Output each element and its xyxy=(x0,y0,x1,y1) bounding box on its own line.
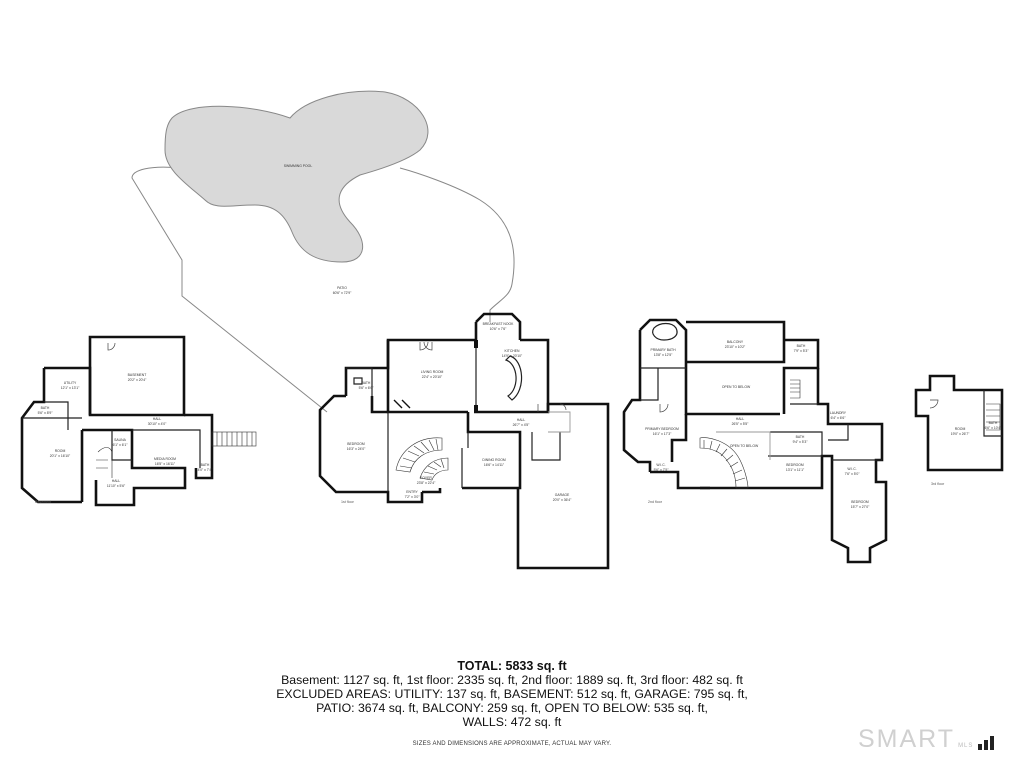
room-label-room-3f: ROOM xyxy=(955,427,966,431)
room-dims-bedroom3-2f: 15'7" x 27'0" xyxy=(851,505,870,509)
room-label-bath: BATH xyxy=(41,406,50,410)
area-summary: TOTAL: 5833 sq. ft Basement: 1127 sq. ft… xyxy=(262,659,762,729)
room-label-basement: BASEMENT xyxy=(128,373,147,377)
third-floor-plan xyxy=(914,374,1004,472)
room-label-breakfast: BREAKFAST NOOK xyxy=(483,322,515,326)
total-area: TOTAL: 5833 sq. ft xyxy=(457,659,567,673)
second-floor-plan xyxy=(622,318,888,564)
room-dims-utility: 12'1" x 13'1" xyxy=(61,386,80,390)
room-label-balcony: BALCONY xyxy=(727,340,744,344)
room-label-foyer: FOYER xyxy=(420,476,432,480)
room-label-sauna: SAUNA xyxy=(114,438,126,442)
brand-bars-icon xyxy=(976,736,995,750)
room-label-bath-2f: BATH xyxy=(797,344,806,348)
excluded-areas-2: PATIO: 3674 sq. ft, BALCONY: 259 sq. ft,… xyxy=(316,701,708,715)
room-label-bedroom-1f: BEDROOM xyxy=(347,442,365,446)
room-label-bath2-2f: BATH xyxy=(796,435,805,439)
room-label-entry: ENTRY xyxy=(406,490,418,494)
room-label-bath-1f: BATH xyxy=(362,381,371,385)
room-dims-bath-1f: 5'6" x 6'6" xyxy=(359,386,375,390)
room-dims-primary-bath: 13'8" x 12'5" xyxy=(654,353,673,357)
room-label-living: LIVING ROOM xyxy=(421,370,444,374)
room-dims-foyer: 23'8" x 22'4" xyxy=(417,481,436,485)
room-label-bedroom3-2f: BEDROOM xyxy=(851,500,869,504)
room-dims-hall2: 11'10" x 5'6" xyxy=(107,484,126,488)
room-label-bedroom-2f: BEDROOM xyxy=(786,463,804,467)
room-label-wic: W.I.C. xyxy=(656,463,665,467)
room-dims-room-3f: 19'0" x 26'7" xyxy=(951,432,970,436)
room-dims-living: 22'4" x 20'10" xyxy=(422,375,443,379)
patio-label: PATIO xyxy=(337,286,347,290)
room-label-open-below: OPEN TO BELOW xyxy=(722,385,751,389)
room-dims-basement: 20'2" x 20'4" xyxy=(128,378,147,382)
room-label-hall-1f: HALL xyxy=(517,418,526,422)
room-label-primary-bedroom: PRIMARY BEDROOM xyxy=(645,427,679,431)
room-dims-media: 16'5" x 16'11" xyxy=(155,462,176,466)
room-dims-hall-2f: 26'5" x 5'5" xyxy=(732,422,750,426)
patio-dims: 60'6" x 72'9" xyxy=(333,291,352,295)
smart-mls-logo: SMART MLS xyxy=(858,724,995,753)
room-dims-balcony: 23'10" x 10'2" xyxy=(725,345,746,349)
room-label-dining: DINING ROOM xyxy=(482,458,506,462)
room-dims-wic: 5'6" x 7'5" xyxy=(654,468,670,472)
room-dims-hall-1f: 26'7" x 4'5" xyxy=(513,423,531,427)
excluded-areas-1: EXCLUDED AREAS: UTILITY: 137 sq. ft, BAS… xyxy=(276,687,748,701)
room-dims-bath2: 4'0" x 7'4" xyxy=(198,468,214,472)
room-dims-hall: 30'10" x 4'0" xyxy=(148,422,167,426)
first-floor-plan xyxy=(318,312,610,570)
room-dims-room: 20'1" x 16'10" xyxy=(50,454,71,458)
swimming-pool xyxy=(164,90,429,263)
brand-sub: MLS xyxy=(958,743,974,749)
room-dims-kitchen: 14'9" x 20'10" xyxy=(502,354,523,358)
floor-label-second: 2nd floor xyxy=(648,500,663,504)
room-dims-bedroom-2f: 13'1" x 11'1" xyxy=(786,468,805,472)
room-dims-bath-2f: 7'9" x 5'3" xyxy=(794,349,810,353)
basement-plan xyxy=(20,335,257,507)
room-label-kitchen: KITCHEN xyxy=(505,349,520,353)
pool-label: SWIMMING POOL xyxy=(284,164,313,168)
patio-area xyxy=(131,166,515,413)
room-label-hall2: HALL xyxy=(112,479,121,483)
room-label-garage: GARAGE xyxy=(555,493,570,497)
disclaimer: SIZES AND DIMENSIONS ARE APPROXIMATE, AC… xyxy=(412,741,612,747)
room-dims-bath2-2f: 9'4" x 5'3" xyxy=(793,440,809,444)
floor-areas: Basement: 1127 sq. ft, 1st floor: 2335 s… xyxy=(281,673,743,687)
floor-label-first: 1st floor xyxy=(341,500,355,504)
room-dims-dining: 16'6" x 14'11" xyxy=(484,463,505,467)
room-label-media: MEDIA ROOM xyxy=(154,457,176,461)
room-label-primary-bath: PRIMARY BATH xyxy=(650,348,676,352)
room-dims-bath-3f: 6'6" x 10'4" xyxy=(985,426,1003,430)
room-dims-wic2: 7'6" x 5'0" xyxy=(845,472,861,476)
room-label-laundry: LAUNDRY xyxy=(830,411,847,415)
walls-area: WALLS: 472 sq. ft xyxy=(462,715,562,729)
room-dims-bath: 5'6" x 8'9" xyxy=(38,411,54,415)
room-dims-sauna: 6'1" x 6'1" xyxy=(113,443,129,447)
room-label-hall-2f: HALL xyxy=(736,417,745,421)
brand-word: SMART xyxy=(858,725,956,753)
room-label-room: ROOM xyxy=(55,449,66,453)
room-dims-primary-bedroom: 16'1" x 17'3" xyxy=(653,432,672,436)
room-label-wic2: W.I.C. xyxy=(847,467,856,471)
room-label-bath-3f: BATH xyxy=(989,421,998,425)
floor-label-basement: Basement xyxy=(35,500,51,504)
room-label-open-below2: OPEN TO BELOW xyxy=(730,444,759,448)
room-dims-laundry: 6'4" x 6'6" xyxy=(831,416,847,420)
room-label-utility: UTILITY xyxy=(64,381,77,385)
room-dims-garage: 20'0" x 36'4" xyxy=(553,498,572,502)
room-label-hall: HALL xyxy=(153,417,162,421)
room-dims-bedroom-1f: 16'3" x 24'0" xyxy=(347,447,366,451)
room-label-bath2: BATH xyxy=(201,463,210,467)
room-dims-breakfast: 10'6" x 7'6" xyxy=(490,327,508,331)
floor-label-third: 3rd floor xyxy=(931,482,945,486)
room-dims-entry: 7'2" x 3'0" xyxy=(405,495,421,499)
